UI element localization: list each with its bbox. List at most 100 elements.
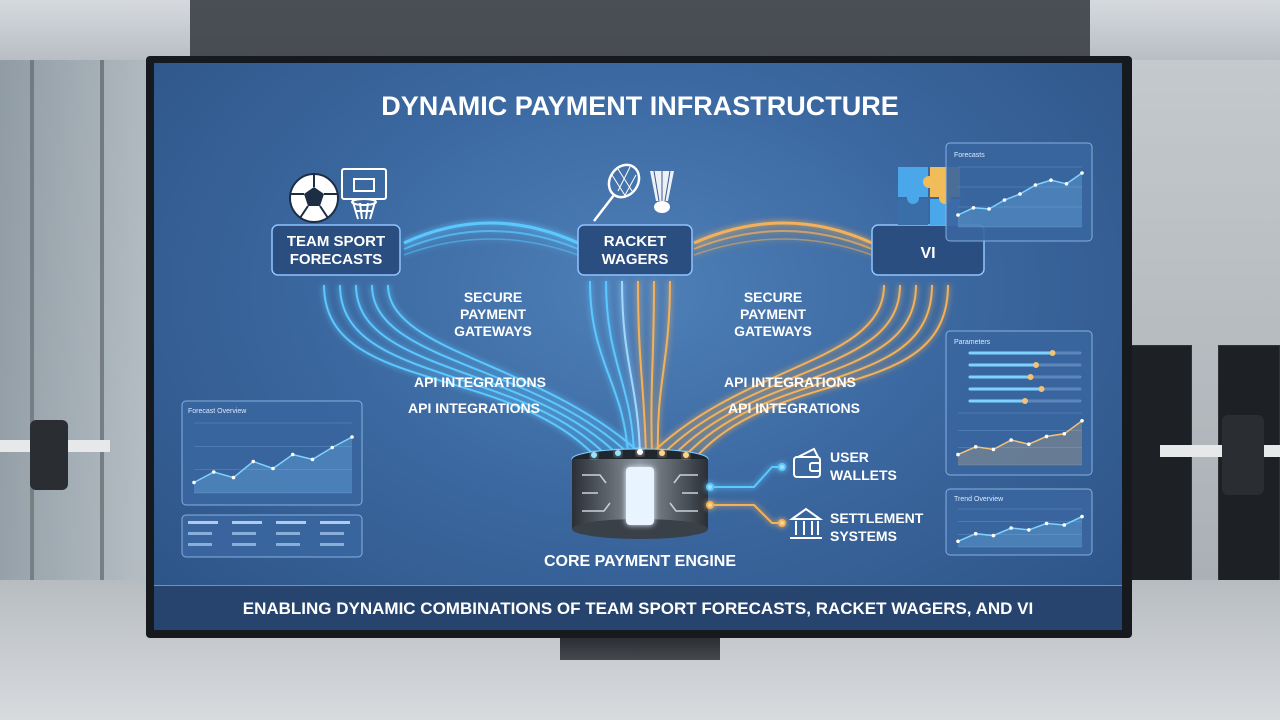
wallet-connector — [706, 463, 786, 491]
table-cell — [188, 543, 212, 546]
data-point — [231, 475, 236, 480]
slider-knob — [1049, 350, 1056, 356]
basketball-hoop-icon — [341, 168, 387, 220]
top-connector-right — [693, 221, 873, 256]
bank-icon — [788, 507, 824, 539]
widget-title: Forecast Overview — [188, 408, 247, 415]
right-streams — [649, 284, 949, 456]
data-point — [1009, 438, 1013, 442]
footer-text: ENABLING DYNAMIC COMBINATIONS OF TEAM SP… — [243, 599, 1034, 618]
series-line — [957, 515, 1083, 542]
data-point — [1080, 171, 1084, 175]
slider-knob — [1022, 398, 1028, 404]
data-point — [271, 466, 275, 471]
table-cell — [276, 543, 300, 546]
racket-wagers-node[interactable]: RACKET WAGERS — [577, 224, 693, 276]
widget-line-chart — [956, 166, 1084, 228]
data-point — [956, 539, 960, 544]
tennis-racket-icon — [593, 163, 641, 222]
settlement-connector — [706, 501, 786, 527]
area-fill — [958, 173, 1082, 227]
svg-text:WALLETS: WALLETS — [830, 467, 897, 483]
svg-text:API INTEGRATIONS: API INTEGRATIONS — [728, 400, 860, 416]
server-room — [1130, 60, 1280, 627]
office-chair — [1222, 415, 1264, 495]
area-fill — [958, 420, 1082, 465]
data-point — [1049, 178, 1053, 182]
svg-text:SECURE: SECURE — [464, 289, 522, 305]
data-point — [991, 447, 996, 452]
gateway-label-right: SECURE PAYMENT GATEWAYS — [734, 289, 812, 339]
svg-text:PAYMENT: PAYMENT — [740, 306, 807, 322]
svg-text:SECURE: SECURE — [744, 289, 802, 305]
slider-knob — [1033, 362, 1039, 368]
data-point — [1080, 514, 1084, 519]
widget-right-mid: Parameters — [945, 330, 1093, 476]
slider-knob — [1038, 386, 1045, 392]
display-screen: DYNAMIC PAYMENT INFRASTRUCTURE — [154, 63, 1122, 630]
data-point — [310, 457, 315, 462]
table-cell — [232, 521, 262, 524]
table-cell — [276, 521, 306, 524]
widget-line-chart — [956, 412, 1084, 466]
data-point — [956, 452, 960, 457]
data-point — [987, 207, 991, 211]
data-point — [1033, 183, 1038, 187]
glass-wall — [0, 60, 150, 580]
data-point — [192, 480, 196, 485]
data-point — [971, 206, 976, 210]
team-sport-node[interactable]: TEAM SPORT FORECASTS — [271, 224, 401, 276]
api-labels-left: API INTEGRATIONS API INTEGRATIONS — [408, 374, 546, 416]
data-point — [991, 533, 996, 538]
diagram-title: DYNAMIC PAYMENT INFRASTRUCTURE — [381, 91, 899, 121]
widget-top-right: Forecasts — [945, 142, 1093, 242]
display-stand — [560, 638, 720, 660]
table-cell — [188, 521, 218, 524]
data-point — [1044, 521, 1049, 526]
diagram-canvas: DYNAMIC PAYMENT INFRASTRUCTURE — [181, 91, 1093, 570]
data-point — [1062, 523, 1067, 527]
svg-text:PAYMENT: PAYMENT — [460, 306, 527, 322]
widget-title: Parameters — [954, 339, 991, 346]
data-point — [973, 531, 978, 536]
widget-sliders — [968, 350, 1082, 404]
data-point — [1009, 526, 1013, 530]
team-sport-label-line2: FORECASTS — [290, 251, 383, 268]
svg-text:API INTEGRATIONS: API INTEGRATIONS — [414, 374, 546, 390]
data-point — [956, 213, 960, 217]
data-point — [1018, 192, 1022, 196]
svg-text:API INTEGRATIONS: API INTEGRATIONS — [408, 400, 540, 416]
team-sport-label-line1: TEAM SPORT — [287, 233, 385, 250]
series-line — [957, 420, 1083, 456]
left-streams — [323, 284, 643, 456]
widget-line-chart — [192, 422, 354, 494]
widget-line-chart — [956, 508, 1084, 548]
gateway-label-left: SECURE PAYMENT GATEWAYS — [454, 289, 532, 339]
core-engine-icon — [571, 448, 709, 539]
data-point — [1027, 442, 1031, 447]
widget-right-bottom: Trend Overview — [945, 488, 1093, 556]
table-cell — [232, 543, 256, 546]
table-cell — [320, 532, 344, 535]
data-point — [1080, 419, 1084, 423]
wallet-icon — [793, 447, 821, 478]
wallets-label: USER WALLETS — [830, 449, 897, 483]
data-point — [973, 445, 978, 449]
top-connector-left — [403, 221, 579, 256]
widget-left: Forecast Overview — [181, 400, 363, 506]
svg-text:USER: USER — [830, 449, 869, 465]
data-point — [1062, 432, 1067, 436]
data-point — [350, 435, 354, 439]
settlement-label: SETTLEMENT SYSTEMS — [830, 510, 924, 544]
center-streams — [589, 280, 671, 456]
widget-title: Trend Overview — [954, 496, 1004, 503]
api-labels-right: API INTEGRATIONS API INTEGRATIONS — [724, 374, 860, 416]
widget-left-table — [181, 514, 363, 558]
table-cell — [320, 543, 344, 546]
slider-knob — [1027, 374, 1034, 380]
table-cell — [232, 532, 256, 535]
data-point — [1002, 198, 1007, 202]
footer-banner: ENABLING DYNAMIC COMBINATIONS OF TEAM SP… — [154, 585, 1122, 630]
data-point — [1064, 182, 1069, 186]
racket-wagers-label-line1: RACKET — [604, 233, 667, 250]
